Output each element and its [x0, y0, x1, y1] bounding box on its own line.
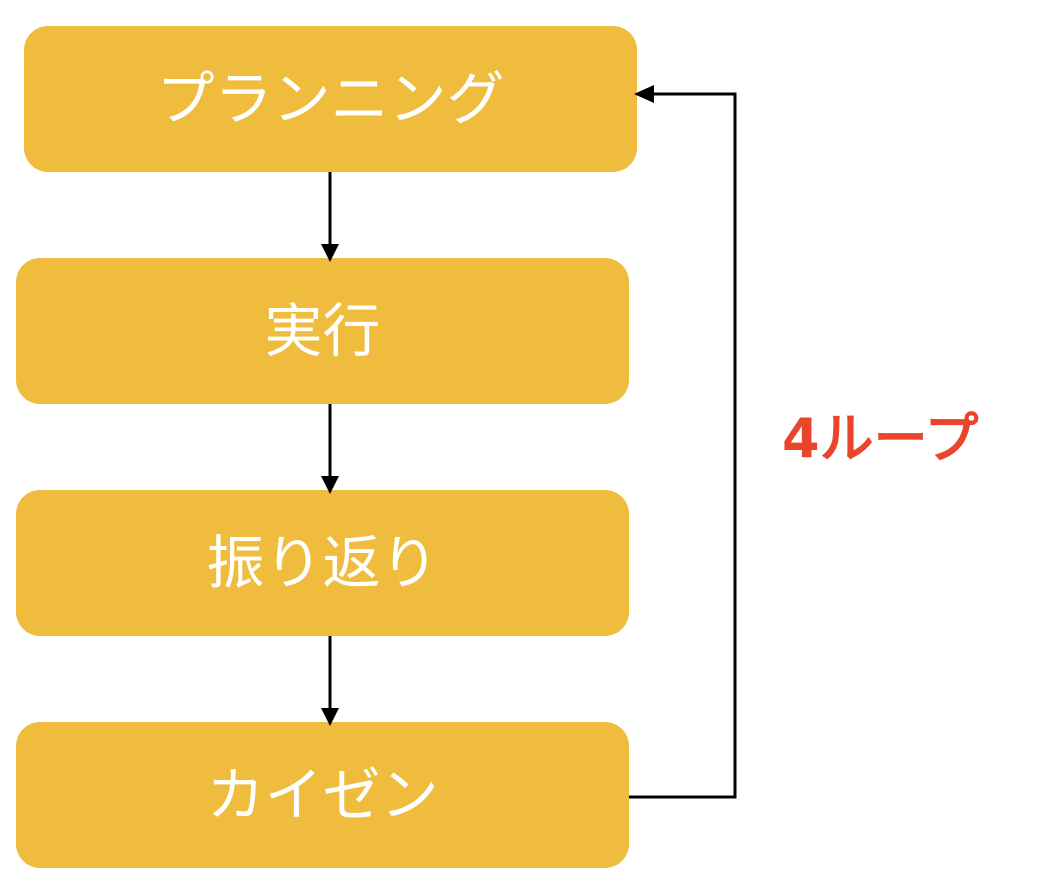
step-execution-label: 実行: [264, 297, 381, 365]
step-planning: プランニング: [24, 26, 637, 172]
step-planning-label: プランニング: [156, 65, 505, 133]
step-execution: 実行: [16, 258, 629, 404]
arrow-execution-to-reflection: [321, 404, 339, 494]
arrow-planning-to-execution: [321, 172, 339, 262]
arrow-reflection-to-kaizen: [321, 636, 339, 726]
step-reflection-label: 振り返り: [206, 529, 439, 597]
step-kaizen: カイゼン: [16, 722, 629, 868]
step-reflection: 振り返り: [16, 490, 629, 636]
step-kaizen-label: カイゼン: [206, 761, 439, 829]
loop-count-label: 4ループ: [782, 407, 979, 470]
arrow-loop-back: [629, 85, 737, 799]
